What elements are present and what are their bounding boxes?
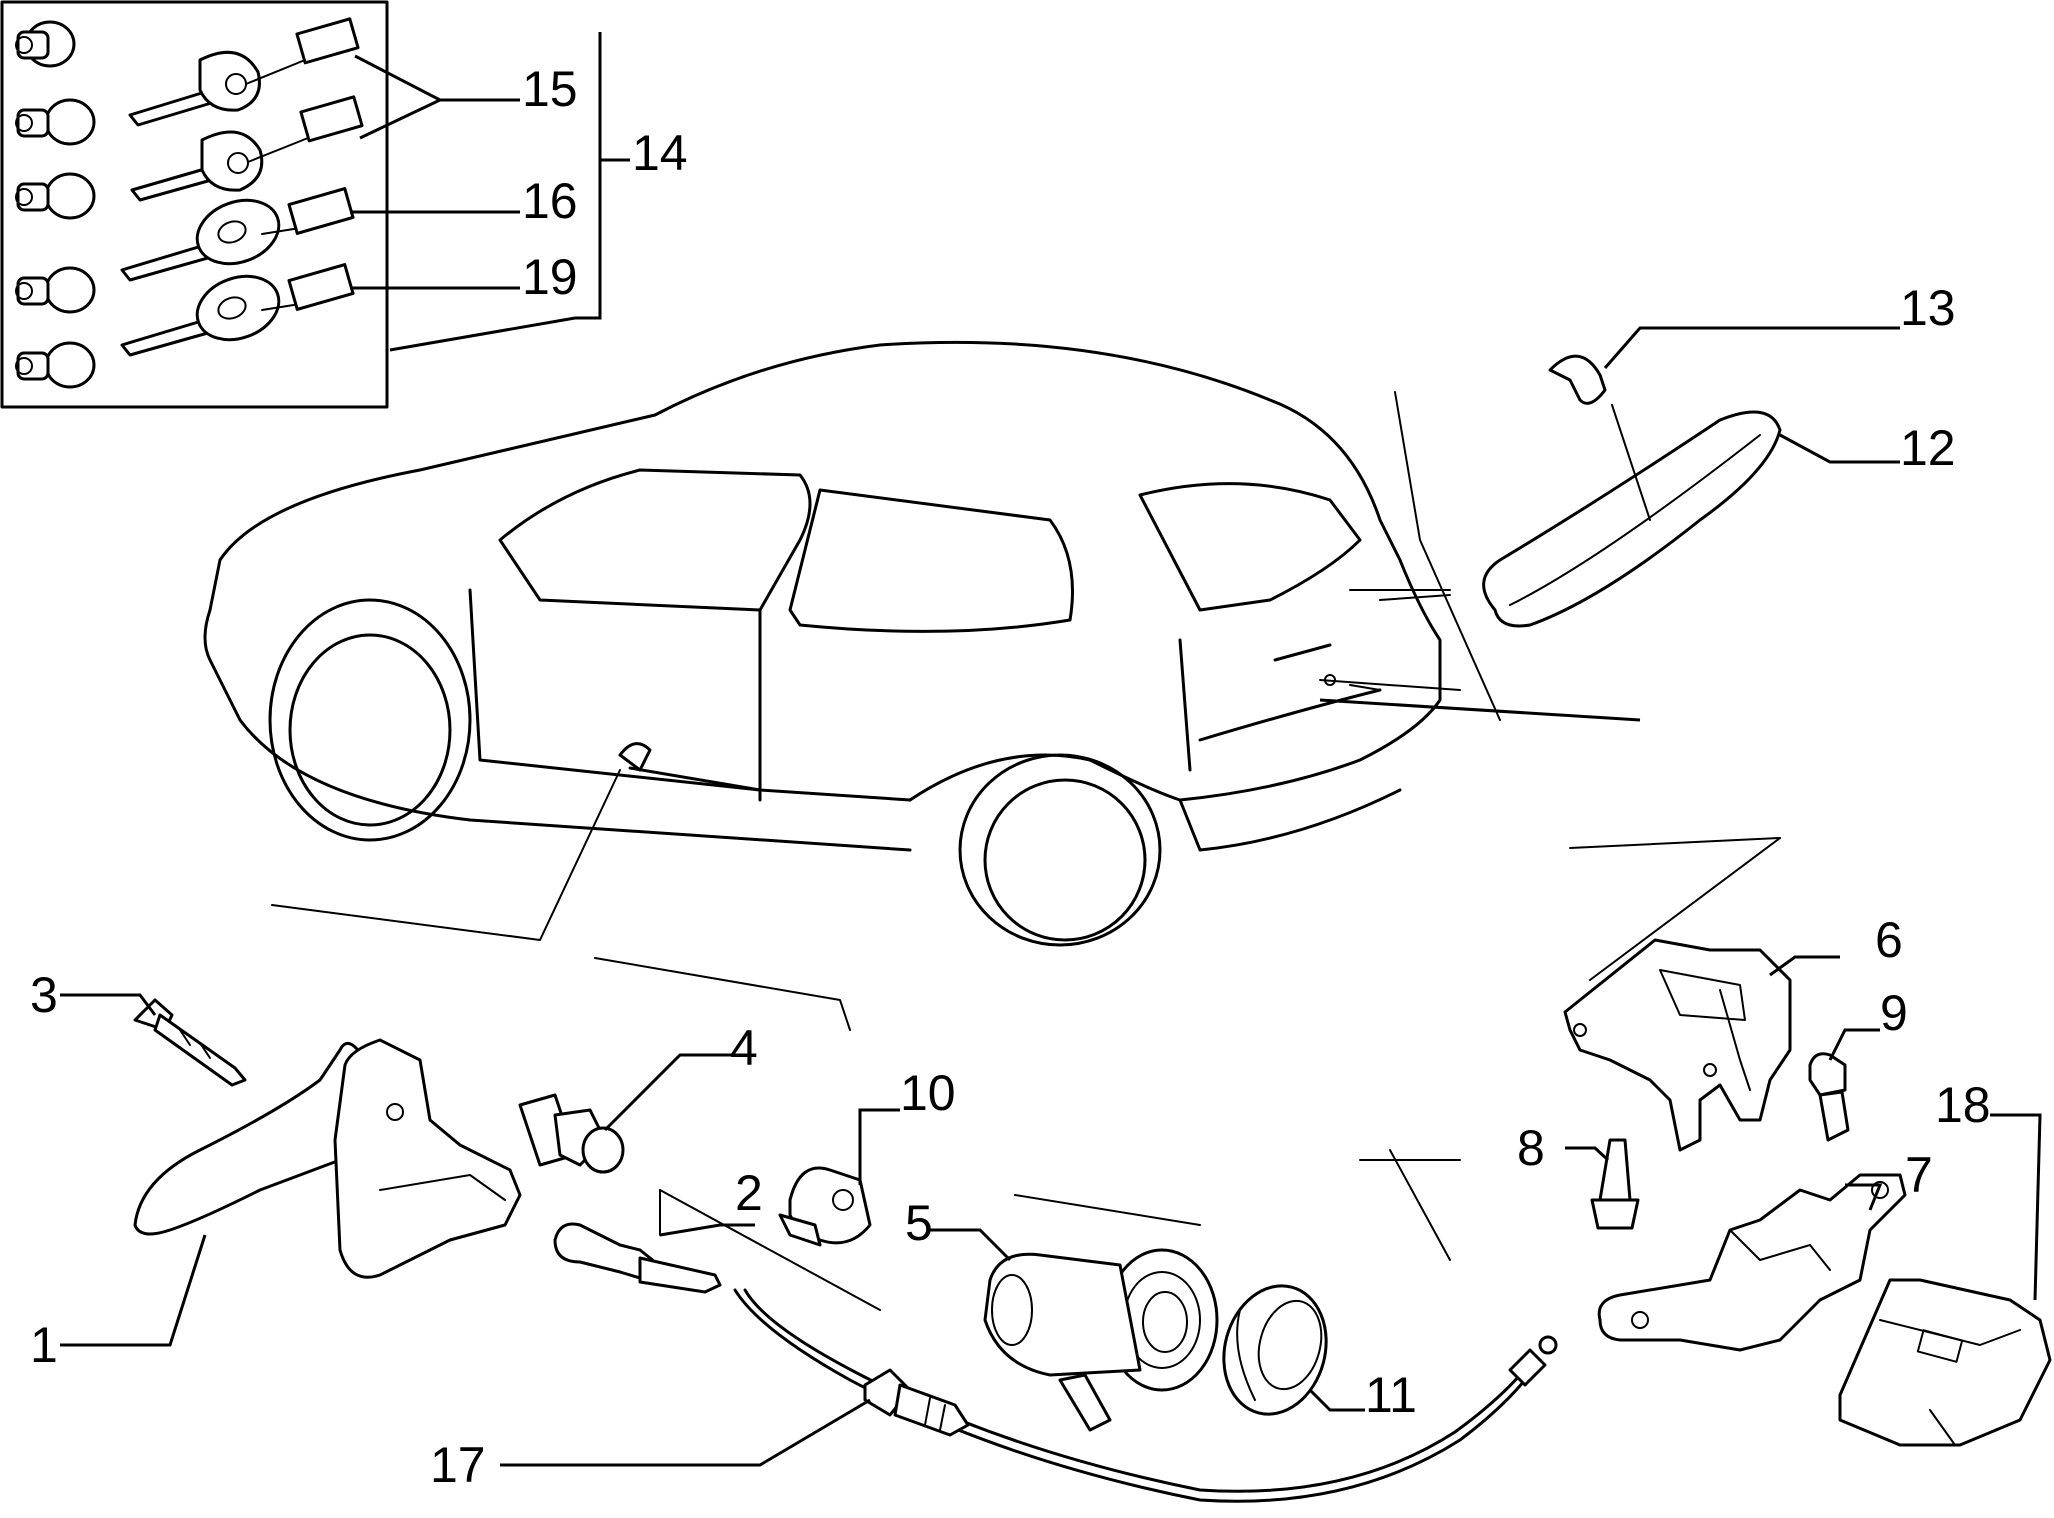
- bolt-icon: [1808, 1052, 1850, 1142]
- inset-frame: [0, 0, 389, 409]
- latch-bracket-icon: [1597, 1173, 1907, 1352]
- bolt-icon: [863, 1368, 970, 1437]
- callout-8: 8: [1517, 1120, 1545, 1176]
- release-cable-icon: [659, 1189, 1558, 1503]
- door-handle-icon: [133, 1038, 522, 1279]
- rubber-stop-icon: [518, 1093, 625, 1174]
- callout-2: 2: [735, 1165, 763, 1221]
- callout-4: 4: [730, 1020, 758, 1076]
- callout-10: 10: [900, 1065, 956, 1121]
- callout-3: 3: [30, 967, 58, 1023]
- callout-5: 5: [905, 1195, 933, 1251]
- screw-icon: [1590, 1138, 1640, 1230]
- callout-7: 7: [1905, 1147, 1933, 1203]
- callout-labels: 1 2 3 4 5 6 7 8 9 10 11 12 13 14 15 16 1…: [30, 61, 1991, 1493]
- grommet-icon: [1222, 1284, 1328, 1416]
- callout-leaders: [60, 326, 2042, 1467]
- callout-16: 16: [522, 173, 578, 229]
- cable-clip-icon: [778, 1166, 872, 1247]
- cable-connector-icon: [553, 1222, 722, 1294]
- callout-17: 17: [430, 1437, 486, 1493]
- callout-14: 14: [632, 125, 688, 181]
- hatchback-car-icon: [203, 340, 1442, 947]
- latch-cover-icon: [1838, 1278, 2052, 1447]
- callout-15: 15: [522, 61, 578, 117]
- tailgate-latch-icon: [1563, 938, 1792, 1152]
- callout-19: 19: [522, 249, 578, 305]
- callout-6: 6: [1875, 912, 1903, 968]
- tailgate-handle-icon: [1349, 410, 1782, 628]
- lock-cylinder-icon: [15, 20, 96, 389]
- callout-18: 18: [1935, 1077, 1991, 1133]
- callout-9: 9: [1880, 985, 1908, 1041]
- guide-lines: [271, 391, 1781, 1261]
- callout-11: 11: [1365, 1367, 1417, 1423]
- lock-cylinder-part-icon: [983, 1248, 1219, 1432]
- callout-13: 13: [1900, 280, 1956, 336]
- keys-inset: [0, 0, 630, 409]
- key-icon: [120, 17, 364, 357]
- callout-1: 1: [30, 1317, 58, 1373]
- clip-icon: [1548, 354, 1651, 521]
- callout-12: 12: [1900, 420, 1956, 476]
